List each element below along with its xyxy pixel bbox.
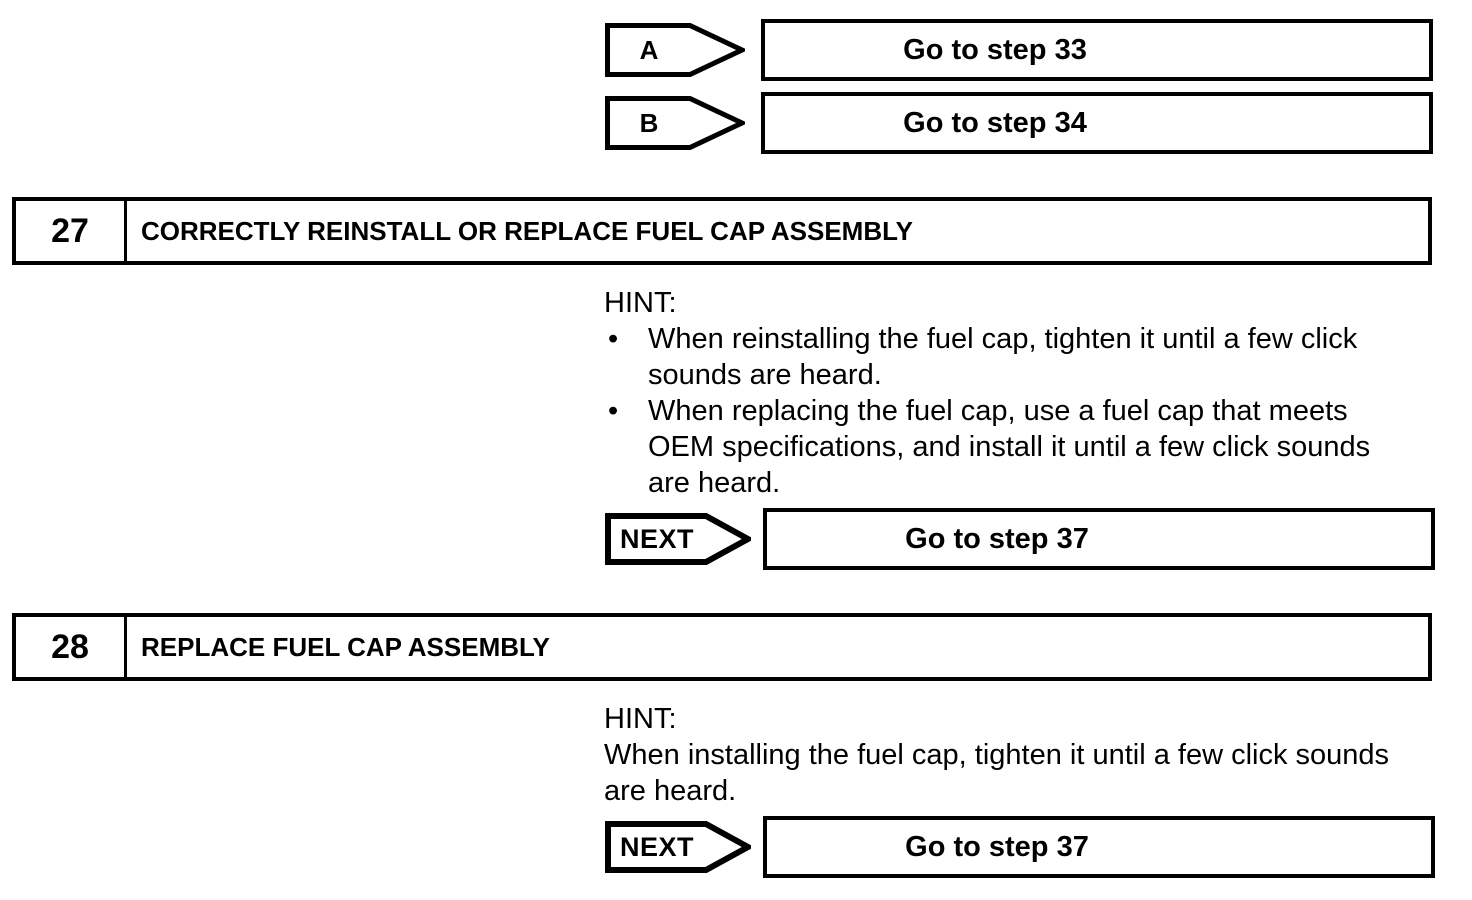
hint-bullet-1: • When reinstalling the fuel cap, tighte… [604,321,1370,393]
step-27-header: 27 CORRECTLY REINSTALL OR REPLACE FUEL C… [12,197,1432,265]
step-title: CORRECTLY REINSTALL OR REPLACE FUEL CAP … [141,215,913,246]
step-number: 28 [16,617,127,677]
result-box-b: Go to step 34 [761,92,1433,154]
branch-a-label: A [639,34,659,65]
hint-line: sounds are heard. [648,359,882,391]
right-arrow-icon [605,821,751,873]
branch-b-pointer: B [605,96,745,150]
step-27-hint: HINT: • When reinstalling the fuel cap, … [604,285,1370,501]
hint-label: HINT: [604,703,677,735]
branch-a-pointer: A [605,23,745,77]
right-arrow-icon [605,96,745,150]
step-title: REPLACE FUEL CAP ASSEMBLY [141,631,550,662]
step-28-next-row: NEXT Go to step 37 [605,816,1435,878]
step-number: 27 [16,201,127,261]
result-text: Go to step 37 [905,830,1089,863]
result-box-next-27: Go to step 37 [763,508,1435,570]
hint-line: OEM specifications, and install it until… [648,431,1371,463]
hint-bullet-text: When reinstalling the fuel cap, tighten … [648,321,1357,393]
right-arrow-icon [605,513,751,565]
next-pointer: NEXT [605,821,751,873]
result-box-next-28: Go to step 37 [763,816,1435,878]
result-box-a: Go to step 33 [761,19,1433,81]
hint-line: are heard. [648,467,781,499]
branch-row-a: A Go to step 33 [605,19,1433,81]
bullet-marker: • [608,395,619,427]
hint-line: When installing the fuel cap, tighten it… [604,739,1390,771]
step-28-header: 28 REPLACE FUEL CAP ASSEMBLY [12,613,1432,681]
next-label: NEXT [619,523,694,554]
hint-label: HINT: [604,287,677,319]
hint-line: When replacing the fuel cap, use a fuel … [648,395,1348,427]
result-text: Go to step 37 [905,522,1089,555]
branch-row-b: B Go to step 34 [605,92,1433,154]
result-text: Go to step 33 [903,33,1087,66]
hint-line: When reinstalling the fuel cap, tighten … [648,323,1358,355]
hint-bullet-text: When replacing the fuel cap, use a fuel … [648,393,1370,501]
result-text: Go to step 34 [903,106,1087,139]
hint-line: are heard. [604,775,737,807]
branch-b-label: B [639,107,659,138]
next-label: NEXT [619,831,694,862]
right-arrow-icon [605,23,745,77]
hint-bullet-2: • When replacing the fuel cap, use a fue… [604,393,1370,501]
bullet-marker: • [608,323,619,355]
step-27-next-row: NEXT Go to step 37 [605,508,1435,570]
step-28-hint: HINT: When installing the fuel cap, tigh… [604,701,1389,809]
next-pointer: NEXT [605,513,751,565]
